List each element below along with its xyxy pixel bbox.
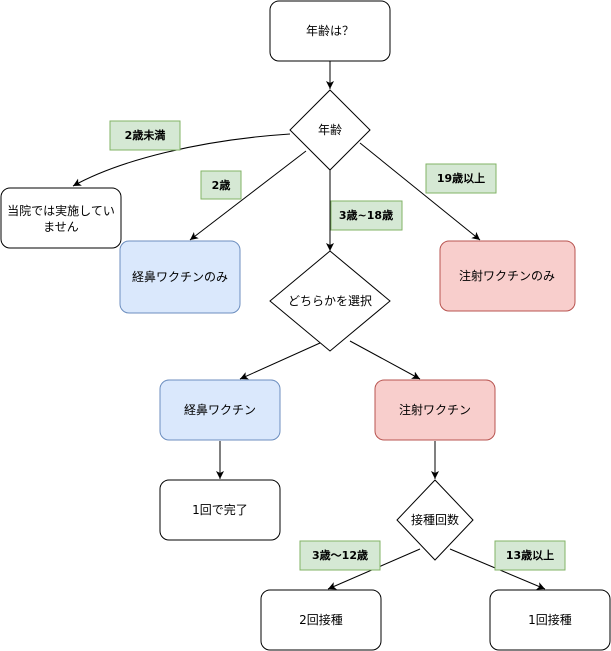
- node-injection-only-text: 注射ワクチンのみ: [459, 268, 555, 283]
- node-age-decision[interactable]: 年齢: [289, 89, 371, 171]
- edge-label-age-13-up-text: 13歳以上: [506, 548, 554, 562]
- edge-label-age-19-up-text: 19歳以上: [437, 171, 485, 185]
- node-done-once[interactable]: 1回で完了: [159, 479, 281, 541]
- node-injection-only[interactable]: 注射ワクチンのみ: [439, 240, 576, 312]
- node-age-question-text: 年齢は？: [306, 23, 354, 38]
- edge-label-age-3-18: 3歳~18歳: [330, 200, 403, 231]
- node-age-decision-text: 年齢: [318, 122, 342, 137]
- edge-label-under-2-text: 2歳未満: [125, 128, 166, 142]
- edges: [72, 61, 546, 590]
- edge-label-age-13-up: 13歳以上: [494, 540, 566, 571]
- node-done-once-text: 1回で完了: [192, 502, 248, 517]
- edge-label-under-2: 2歳未満: [109, 120, 181, 151]
- node-nasal-only[interactable]: 経鼻ワクチンのみ: [119, 240, 241, 314]
- node-injection-vaccine-text: 注射ワクチン: [399, 402, 471, 417]
- node-not-offered-text-line2: ません: [43, 220, 79, 234]
- edge-choose-to-nasal: [239, 342, 321, 380]
- edge-label-age-3-12: 3歳〜12歳: [299, 540, 381, 571]
- node-nasal-vaccine-text: 経鼻ワクチン: [184, 402, 256, 417]
- node-dose-count[interactable]: 接種回数: [396, 479, 474, 561]
- edge-age-to-nasal-only: [189, 150, 307, 241]
- edge-choose-to-injection: [349, 340, 421, 380]
- node-injection-vaccine[interactable]: 注射ワクチン: [374, 379, 496, 441]
- node-choose-either[interactable]: どちらかを選択: [269, 250, 391, 352]
- node-dose-count-text: 接種回数: [411, 512, 459, 527]
- node-two-doses-text: 2回接種: [299, 612, 343, 627]
- node-age-question[interactable]: 年齢は？: [269, 0, 391, 62]
- node-nasal-vaccine[interactable]: 経鼻ワクチン: [159, 379, 281, 441]
- node-one-dose[interactable]: 1回接種: [489, 589, 611, 651]
- node-one-dose-text: 1回接種: [528, 612, 572, 627]
- node-two-doses[interactable]: 2回接種: [260, 589, 382, 651]
- edge-age-to-injection-only: [359, 142, 481, 241]
- node-not-offered-text-line1: 当院では実施してい: [7, 203, 115, 218]
- edge-label-age-19-up: 19歳以上: [425, 163, 497, 194]
- node-not-offered[interactable]: 当院では実施してい ません: [0, 187, 122, 249]
- edge-age-to-not-offered: [72, 133, 291, 187]
- edge-label-age-2: 2歳: [200, 170, 242, 200]
- node-nasal-only-text: 経鼻ワクチンのみ: [132, 269, 228, 284]
- edge-label-age-3-18-text: 3歳~18歳: [339, 208, 393, 222]
- edge-label-age-2-text: 2歳: [212, 178, 231, 192]
- node-choose-either-text: どちらかを選択: [288, 294, 372, 308]
- edge-label-age-3-12-text: 3歳〜12歳: [312, 548, 368, 562]
